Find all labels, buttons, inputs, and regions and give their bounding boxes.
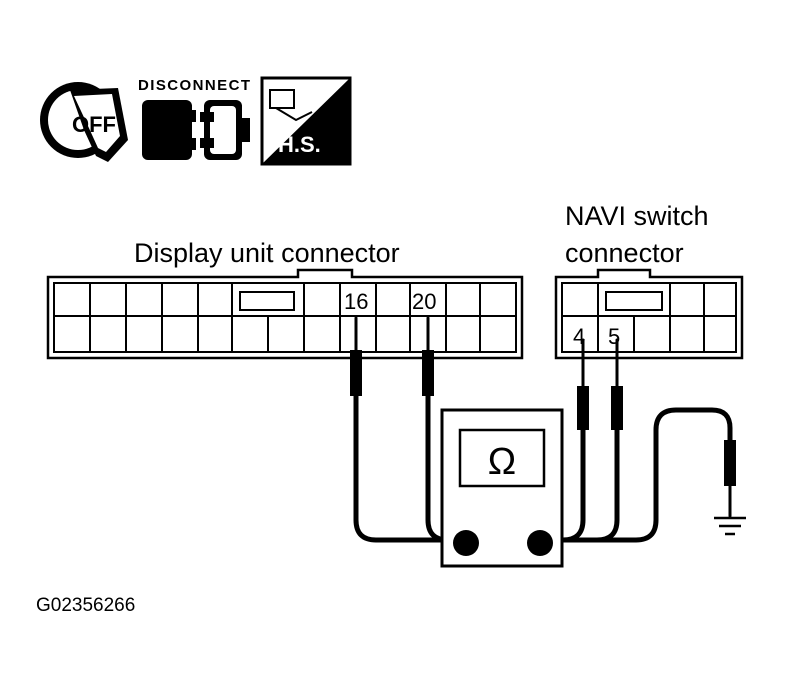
figure-id: G02356266 (36, 595, 135, 616)
disconnect-icon: DISCONNECT (138, 77, 250, 160)
navi-switch-label-line2: connector (565, 238, 684, 268)
disconnect-text: DISCONNECT (138, 77, 250, 94)
ignition-off-icon: OFF (40, 82, 128, 162)
harness-connector-hs-icon: H.S. (260, 76, 352, 166)
ohmmeter-terminal-right (527, 530, 553, 556)
hs-text: H.S. (278, 132, 321, 157)
display-unit-connector-label: Display unit connector (134, 238, 400, 268)
pin-20-label: 20 (412, 289, 436, 314)
display-unit-connector (46, 268, 524, 360)
ground-symbol-icon (714, 516, 746, 536)
ohmmeter-terminal-left (453, 530, 479, 556)
pin-16-label: 16 (344, 289, 368, 314)
ohm-symbol: Ω (488, 441, 516, 483)
ohmmeter: Ω (440, 408, 564, 568)
navi-switch-label-line1: NAVI switch (565, 201, 709, 231)
ignition-off-text: OFF (72, 112, 116, 137)
